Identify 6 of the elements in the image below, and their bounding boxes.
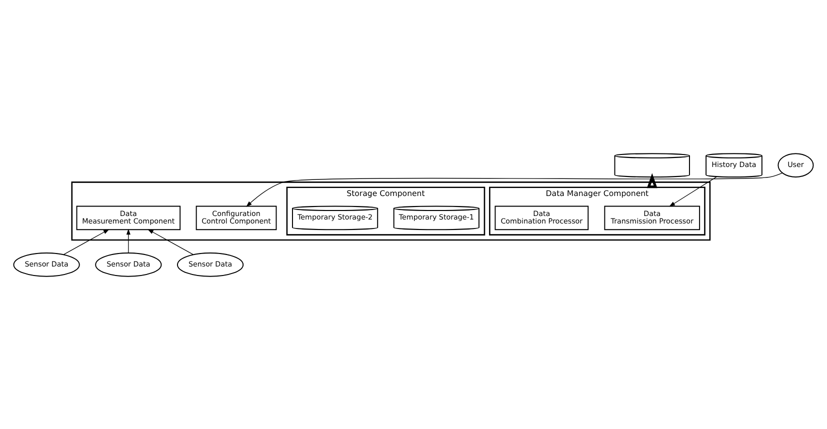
arrow: [246, 172, 783, 206]
arrow: [63, 228, 110, 254]
arrow: [126, 228, 130, 253]
cluster: [71, 181, 711, 240]
arrow: [669, 176, 717, 206]
arrow: [646, 172, 658, 188]
